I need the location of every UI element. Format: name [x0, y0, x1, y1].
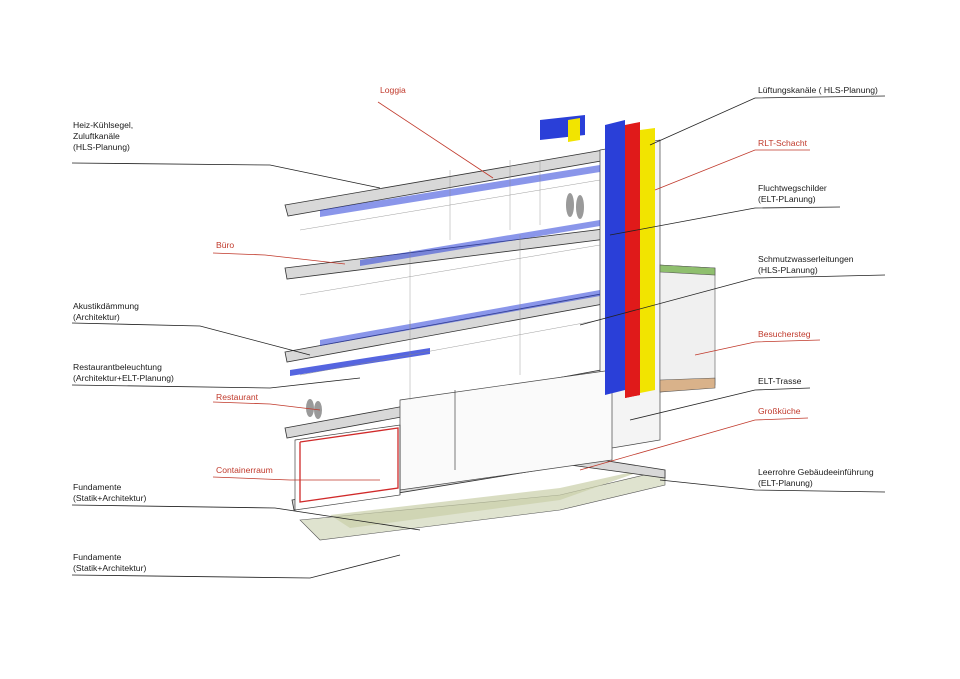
label-fundamente-1: Fundamente (Statik+Architektur)	[73, 482, 147, 503]
label-fundamente-2: Fundamente (Statik+Architektur)	[73, 552, 147, 573]
containerraum-outline	[299, 427, 399, 503]
rlt-shaft	[540, 115, 655, 398]
label-loggia: Loggia	[380, 85, 406, 95]
label-containerraum: Containerraum	[216, 465, 273, 475]
besuchersteg	[659, 264, 716, 393]
interior-grid	[299, 160, 601, 400]
label-rlt-schacht: RLT-Schacht	[758, 138, 808, 148]
label-restaurantbeleuchtung: Restaurantbeleuchtung (Architektur+ELT-P…	[73, 362, 174, 383]
foundation-ground	[299, 468, 666, 541]
label-besuchersteg: Besuchersteg	[758, 329, 811, 339]
label-heiz-kuehlsegel: Heiz-Kühlsegel, Zuluftkanäle (HLS-Planun…	[73, 120, 134, 152]
label-grosskueche: Großküche	[758, 406, 801, 416]
label-restaurant: Restaurant	[216, 392, 259, 402]
label-lueftungskanaele: Lüftungskanäle ( HLS-Planung)	[758, 85, 878, 95]
label-buero: Büro	[216, 240, 235, 250]
label-schmutzwasserleitungen: Schmutzwasserleitungen (HLS-PLanung)	[758, 254, 854, 275]
label-fluchtwegschilder: Fluchtwegschilder (ELT-PLanung)	[758, 183, 827, 204]
label-elt-trasse: ELT-Trasse	[758, 376, 802, 386]
ceiling-ducts	[290, 165, 600, 376]
label-akustikdaemmung: Akustikdämmung (Architektur)	[73, 301, 139, 322]
leader-lines	[71, 95, 886, 579]
label-leerrohre: Leerrohre Gebäudeeinführung (ELT-Planung…	[758, 467, 874, 488]
